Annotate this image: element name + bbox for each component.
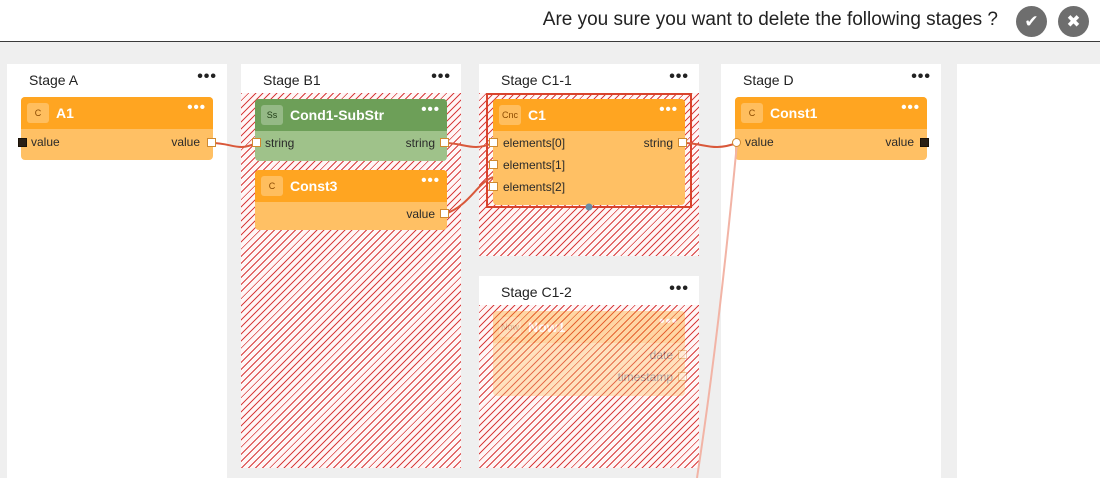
confirm-delete-button[interactable]: ✔ xyxy=(1016,6,1047,37)
node-header[interactable]: Now Now1 ••• xyxy=(493,311,685,343)
node-header[interactable]: C Const1 ••• xyxy=(735,97,927,129)
node-menu-icon[interactable]: ••• xyxy=(659,313,678,330)
stage-a[interactable]: Stage A ••• C A1 ••• value value xyxy=(7,64,227,478)
node-title: C1 xyxy=(528,107,546,123)
c1-input-port-1[interactable] xyxy=(489,160,498,169)
const1-output-port[interactable] xyxy=(920,138,929,147)
node-const1[interactable]: C Const1 ••• value value xyxy=(735,97,927,160)
output-port-label: value xyxy=(171,135,200,149)
c1-input-port-2[interactable] xyxy=(489,182,498,191)
close-icon: ✖ xyxy=(1066,12,1081,31)
stage-c1-2[interactable]: Stage C1-2 ••• Now Now1 ••• date timesta… xyxy=(479,276,699,468)
stage-menu-icon[interactable]: ••• xyxy=(669,68,689,85)
node-header[interactable]: C A1 ••• xyxy=(21,97,213,129)
node-menu-icon[interactable]: ••• xyxy=(187,99,206,116)
output-port-label: string xyxy=(643,136,673,150)
stage-title: Stage B1 xyxy=(263,72,321,88)
now-node-icon: Now xyxy=(499,317,521,337)
output-port-label: value xyxy=(885,135,914,149)
input-port-label: string xyxy=(265,136,295,150)
stage-menu-icon[interactable]: ••• xyxy=(197,68,217,85)
stage-b1[interactable]: Stage B1 ••• Ss Cond1-SubStr ••• string … xyxy=(241,64,461,468)
now1-timestamp-port[interactable] xyxy=(678,372,687,381)
constant-node-icon: C xyxy=(741,103,763,123)
a1-output-port[interactable] xyxy=(207,138,216,147)
checkmark-icon: ✔ xyxy=(1024,12,1039,31)
concat-node-icon: Cnc xyxy=(499,105,521,125)
delete-confirmation-bar: Are you sure you want to delete the foll… xyxy=(0,0,1100,42)
node-header[interactable]: Cnc C1 ••• xyxy=(493,99,685,131)
c1-output-port[interactable] xyxy=(678,138,687,147)
const3-output-port[interactable] xyxy=(440,209,449,218)
input-port-label: elements[1] xyxy=(503,158,566,172)
node-title: Const1 xyxy=(770,105,818,121)
node-menu-icon[interactable]: ••• xyxy=(901,99,920,116)
node-now1[interactable]: Now Now1 ••• date timestamp xyxy=(493,311,685,396)
stage-menu-icon[interactable]: ••• xyxy=(911,68,931,85)
node-menu-icon[interactable]: ••• xyxy=(421,101,440,118)
node-menu-icon[interactable]: ••• xyxy=(421,172,440,189)
input-port-label: value xyxy=(745,135,774,149)
node-cond1-substr[interactable]: Ss Cond1-SubStr ••• string string xyxy=(255,99,447,161)
constant-node-icon: C xyxy=(27,103,49,123)
output-port-label: value xyxy=(406,207,435,221)
node-const3[interactable]: C Const3 ••• value xyxy=(255,170,447,230)
input-port-label: value xyxy=(31,135,60,149)
node-title: Const3 xyxy=(290,178,338,194)
stage-d[interactable]: Stage D ••• C Const1 ••• value value xyxy=(721,64,941,478)
input-port-label: elements[2] xyxy=(503,180,566,194)
stage-title: Stage C1-1 xyxy=(501,72,572,88)
cond1-input-port[interactable] xyxy=(252,138,261,147)
stage-title: Stage D xyxy=(743,72,794,88)
a1-input-port[interactable] xyxy=(18,138,27,147)
output-port-label: date xyxy=(649,348,673,362)
node-header[interactable]: C Const3 ••• xyxy=(255,170,447,202)
substring-node-icon: Ss xyxy=(261,105,283,125)
node-title: Now1 xyxy=(528,319,566,335)
delete-highlight-hatch xyxy=(479,305,699,468)
stage-menu-icon[interactable]: ••• xyxy=(669,280,689,297)
output-port-label: string xyxy=(405,136,435,150)
cond1-output-port[interactable] xyxy=(440,138,449,147)
cancel-delete-button[interactable]: ✖ xyxy=(1058,6,1089,37)
output-port-label: timestamp xyxy=(617,370,673,384)
node-c1[interactable]: Cnc C1 ••• elements[0] elements[1] eleme… xyxy=(493,99,685,205)
confirmation-message: Are you sure you want to delete the foll… xyxy=(542,9,998,30)
stage-title: Stage C1-2 xyxy=(501,284,572,300)
now1-date-port[interactable] xyxy=(678,350,687,359)
node-menu-icon[interactable]: ••• xyxy=(659,101,678,118)
stage-c1-1[interactable]: Stage C1-1 ••• Cnc C1 ••• elements[0] el… xyxy=(479,64,699,256)
stage-menu-icon[interactable]: ••• xyxy=(431,68,451,85)
empty-stage-column[interactable] xyxy=(957,64,1100,478)
stage-title: Stage A xyxy=(29,72,79,88)
constant-node-icon: C xyxy=(261,176,283,196)
const1-input-port[interactable] xyxy=(732,138,741,147)
c1-input-port-0[interactable] xyxy=(489,138,498,147)
node-title: Cond1-SubStr xyxy=(290,107,385,123)
input-port-label: elements[0] xyxy=(503,136,566,150)
node-a1[interactable]: C A1 ••• value value xyxy=(21,97,213,160)
node-title: A1 xyxy=(56,105,74,121)
node-header[interactable]: Ss Cond1-SubStr ••• xyxy=(255,99,447,131)
